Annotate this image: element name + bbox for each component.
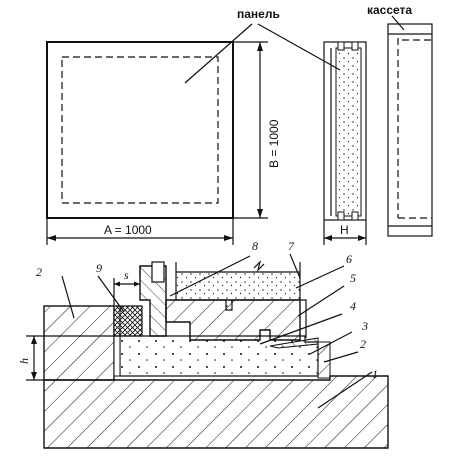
dimension-h-label: H bbox=[340, 223, 349, 237]
cassette-label: кассета bbox=[367, 3, 412, 17]
dimension-h-small-label: h bbox=[17, 358, 31, 364]
dimension-h-small bbox=[26, 335, 120, 381]
callout-1: 1 bbox=[372, 367, 378, 381]
panel-leaders bbox=[184, 23, 341, 84]
callout-5: 5 bbox=[350, 271, 356, 285]
dimension-s-label: s bbox=[124, 268, 129, 282]
cassette-view bbox=[387, 15, 433, 237]
callout-3: 3 bbox=[361, 319, 368, 333]
panel-section-view bbox=[323, 41, 367, 221]
panel-plan-view bbox=[46, 41, 234, 219]
dimension-a bbox=[46, 218, 234, 245]
callout-6: 6 bbox=[346, 252, 352, 266]
callout-8: 8 bbox=[252, 239, 258, 253]
callout-9: 9 bbox=[96, 261, 102, 275]
dimension-a-label: A = 1000 bbox=[104, 223, 152, 237]
callout-2-left: 2 bbox=[36, 265, 42, 279]
callout-7: 7 bbox=[288, 239, 295, 253]
callout-4: 4 bbox=[350, 299, 356, 313]
section-detail bbox=[43, 260, 389, 449]
dimension-s bbox=[113, 266, 141, 306]
callout-leaders bbox=[61, 253, 373, 409]
dimension-h bbox=[323, 220, 367, 245]
dimension-b-label: B = 1000 bbox=[267, 119, 281, 168]
dimension-b bbox=[233, 41, 268, 219]
callout-2-right: 2 bbox=[360, 337, 366, 351]
panel-label: панель bbox=[237, 7, 280, 21]
